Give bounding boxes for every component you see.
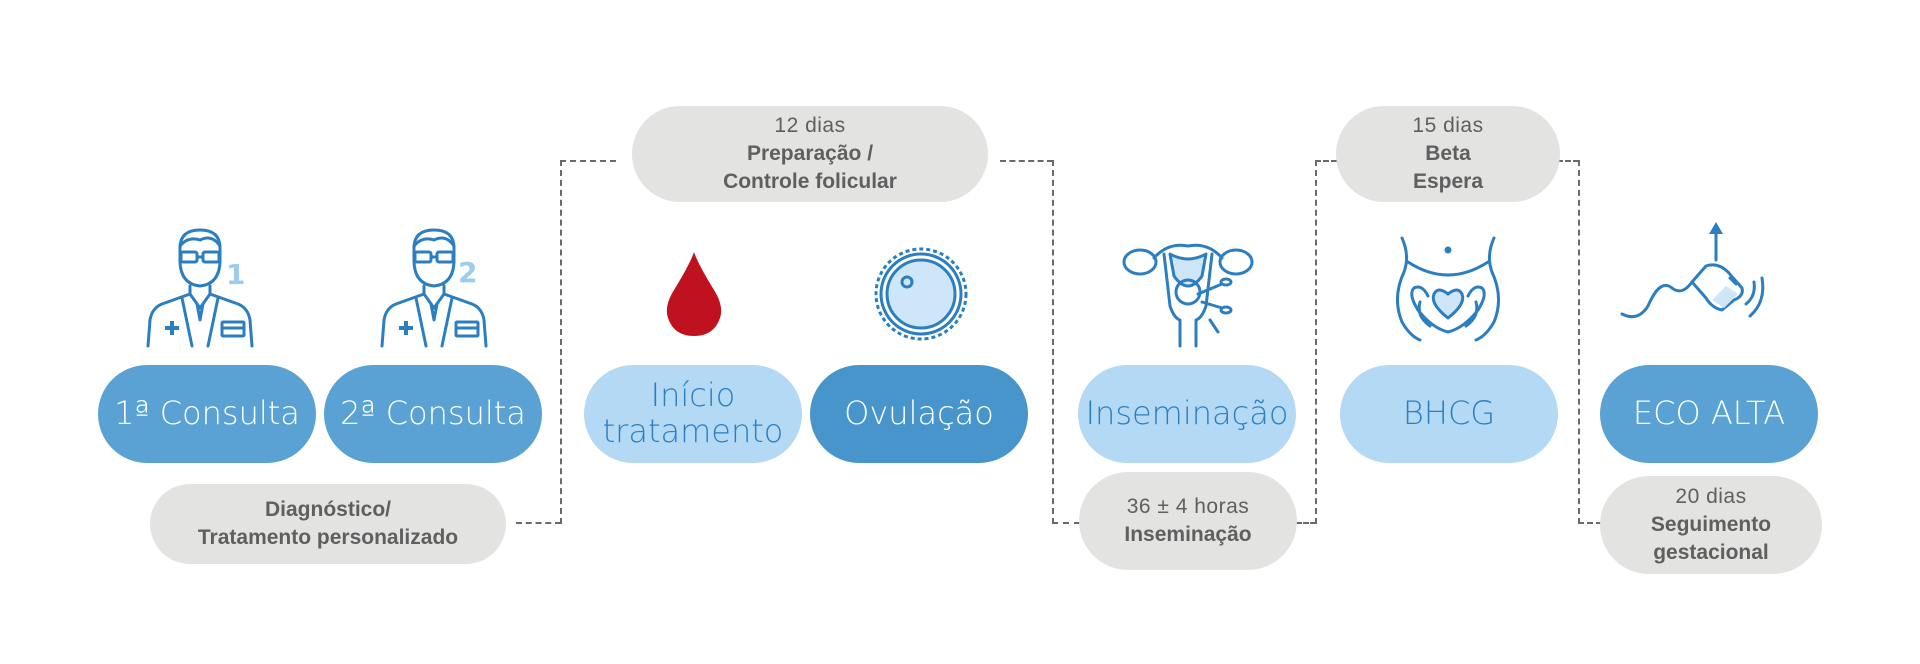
ovum-icon xyxy=(869,242,973,346)
phase-preparacao-line1: Preparação / xyxy=(746,142,874,166)
doctor-icon: 2 xyxy=(374,220,494,350)
step-inseminacao: Inseminação xyxy=(1078,365,1296,463)
phase-beta-line2: Espera xyxy=(1412,169,1484,193)
phase-beta-line1: Beta xyxy=(1425,142,1471,166)
bracket-beta-right-vertical xyxy=(1578,160,1580,524)
bracket-prep-top-right xyxy=(1000,160,1053,162)
bracket-beta-top-left xyxy=(1315,160,1337,162)
phase-seguimento-days: 20 dias xyxy=(1675,485,1747,509)
step-bhcg-label: BHCG xyxy=(1402,394,1496,433)
step-inseminacao-label: Inseminação xyxy=(1085,394,1289,433)
step-consulta-2: 2ª Consulta xyxy=(324,365,542,463)
step-eco-alta: ECO ALTA xyxy=(1600,365,1818,463)
phase-preparacao-days: 12 dias xyxy=(774,114,846,138)
blood-drop-icon xyxy=(664,250,724,338)
step-inicio-line2: tratamento xyxy=(602,412,784,450)
doctor-icon: 1 xyxy=(140,224,260,350)
phase-seguimento-line2: gestacional xyxy=(1653,540,1769,564)
phase-preparacao: 12 dias Preparação / Controle folicular xyxy=(632,106,988,202)
pregnant-belly-heart-icon xyxy=(1388,236,1508,346)
step-consulta-2-label: 2ª Consulta xyxy=(340,394,526,433)
doctor-badge-2: 2 xyxy=(458,256,478,289)
phase-diagnostico: Diagnóstico/ Tratamento personalizado xyxy=(150,484,506,564)
uterus-insemination-icon xyxy=(1118,236,1258,350)
bracket-seguimento-left xyxy=(1578,522,1602,524)
step-ovulacao-label: Ovulação xyxy=(844,394,994,433)
ultrasound-probe-icon xyxy=(1616,222,1776,340)
step-inicio-line1: Início xyxy=(650,376,736,415)
phase-seguimento-line1: Seguimento xyxy=(1650,513,1772,537)
step-ovulacao: Ovulação xyxy=(810,365,1028,463)
step-consulta-1: 1ª Consulta xyxy=(98,365,316,463)
phase-preparacao-line2: Controle folicular xyxy=(723,169,897,193)
bracket-prep-top-left xyxy=(560,160,616,162)
doctor-badge-1: 1 xyxy=(226,258,246,291)
phase-inseminacao-days: 36 ± 4 horas xyxy=(1126,495,1250,519)
phase-inseminacao: 36 ± 4 horas Inseminação xyxy=(1079,472,1297,570)
bracket-prep-left-vertical xyxy=(560,160,562,524)
bracket-diagnostico-right xyxy=(516,522,561,524)
step-inicio-tratamento: Início tratamento xyxy=(584,365,802,463)
phase-beta: 15 dias Beta Espera xyxy=(1336,106,1560,202)
phase-diagnostico-line2: Tratamento personalizado xyxy=(197,526,459,549)
bracket-beta-top-right xyxy=(1557,160,1579,162)
bracket-beta-left-vertical xyxy=(1315,160,1317,524)
bracket-insem-bottom-left xyxy=(1052,522,1080,524)
phase-beta-days: 15 dias xyxy=(1412,114,1484,138)
phase-inseminacao-line1: Inseminação xyxy=(1124,523,1252,546)
step-eco-alta-label: ECO ALTA xyxy=(1632,394,1786,433)
bracket-insem-bottom-right xyxy=(1296,522,1316,524)
bracket-prep-right-vertical xyxy=(1052,160,1054,524)
step-bhcg: BHCG xyxy=(1340,365,1558,463)
phase-diagnostico-line1: Diagnóstico/ xyxy=(264,498,391,522)
step-consulta-1-label: 1ª Consulta xyxy=(114,394,300,433)
phase-seguimento: 20 dias Seguimento gestacional xyxy=(1600,476,1822,574)
